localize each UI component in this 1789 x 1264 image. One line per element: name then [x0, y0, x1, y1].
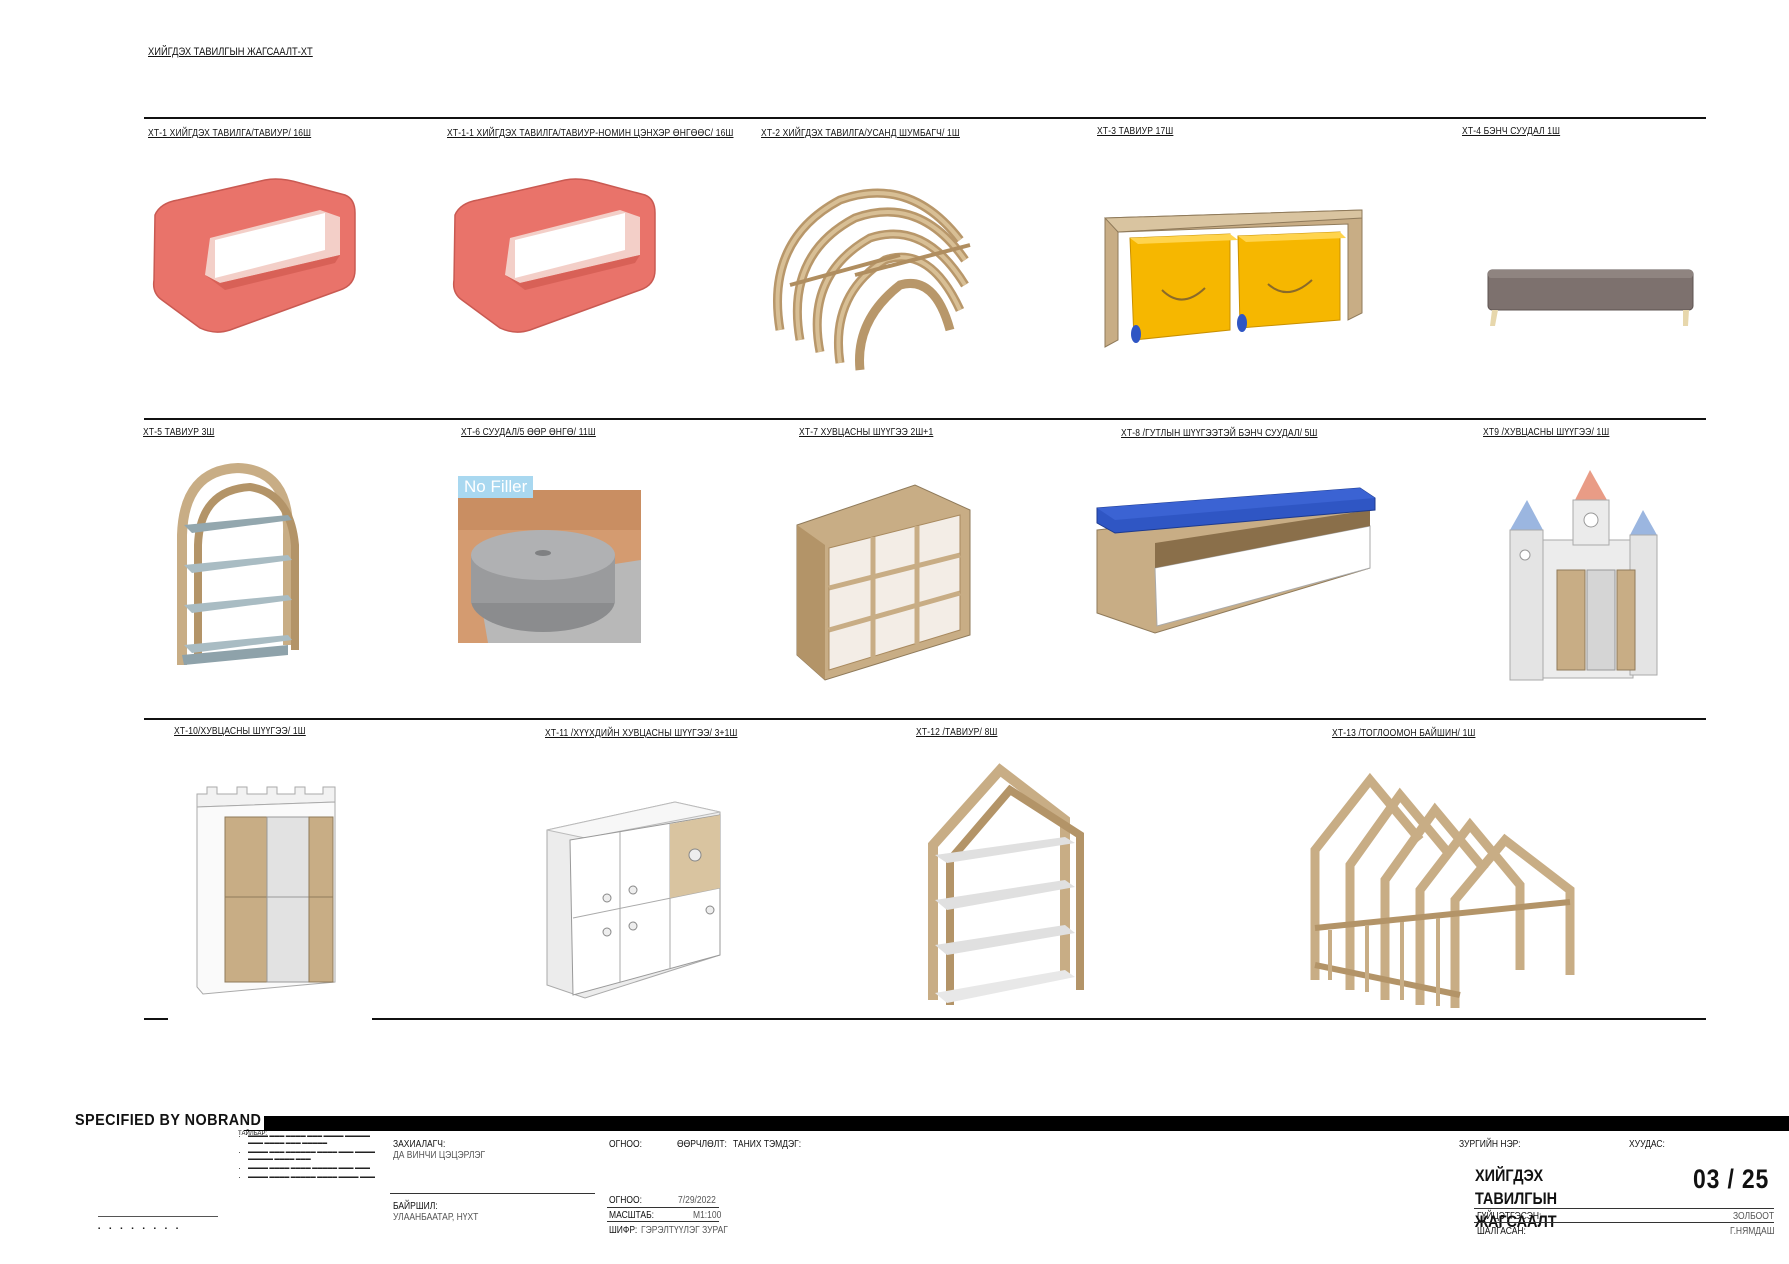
note-item: ▬▬▬▬ ▬▬▬▬ ▬▬▬▬ ▬▬▬▬▬ ▬▬▬ ▬▬▬ [248, 1165, 383, 1172]
date2-value: 7/29/2022 [678, 1195, 716, 1206]
divider [607, 1207, 719, 1208]
item-caption: ХТ-2 ХИЙГДЭХ ТАВИЛГА/УСАНД ШУМБАГЧ/ 1Ш [761, 128, 960, 139]
item-caption: ХТ9 /ХУВЦАСНЫ ШҮҮГЭЭ/ 1Ш [1483, 427, 1610, 438]
date-label: ОГНОО: [609, 1139, 642, 1150]
item-caption: ХТ-11 /ХҮҮХДИЙН ХУВЦАСНЫ ШҮҮГЭЭ/ 3+1Ш [545, 728, 738, 739]
code-value: ГЭРЭЛТҮҮЛЭГ ЗУРАГ [641, 1225, 728, 1236]
location-label: БАЙРШИЛ: [393, 1201, 438, 1212]
house-shelf-icon [928, 763, 1084, 1005]
divider [1474, 1222, 1774, 1223]
arch-shelf-icon [177, 462, 299, 665]
sheet-title: ХИЙГДЭХ ТАВИЛГЫН ЖАГСААЛТ-ХТ [148, 46, 313, 58]
code-label: ШИФР: [609, 1225, 638, 1236]
drawing-name-label: ЗУРГИЙН НЭР: [1459, 1139, 1521, 1150]
location-value: УЛААНБААТАР, НҮХТ [393, 1212, 479, 1223]
scale-ticks: ▪▪▪▪▪▪▪▪ [98, 1226, 188, 1232]
castle-wardrobe-icon [1509, 470, 1658, 681]
item-caption: ХТ-10/ХУВЦАСНЫ ШҮҮГЭЭ/ 1Ш [174, 726, 306, 737]
item-caption: ХТ-1 ХИЙГДЭХ ТАВИЛГА/ТАВИУР/ 16Ш [148, 128, 312, 139]
bench-seat-icon [1487, 269, 1694, 326]
sheet-label: ХУУДАС: [1629, 1139, 1665, 1150]
item-caption: ХТ-12 /ТАВИУР/ 8Ш [916, 727, 998, 738]
item-caption: ХТ-13 /ТОГЛООМОН БАЙШИН/ 1Ш [1332, 728, 1476, 739]
toy-box-shelf-icon [1103, 209, 1363, 348]
checked-value: Г.НЯМДАШ [1730, 1226, 1775, 1237]
divider [1474, 1208, 1774, 1209]
client-value: ДА ВИНЧИ ЦЭЦЭРЛЭГ [393, 1150, 486, 1161]
pouf-icon [458, 490, 641, 643]
drawing-name-value: ХИЙГДЭХ ТАВИЛГЫН ЖАГСААЛТ [1475, 1166, 1558, 1231]
pink-cube-shelf-icon [152, 178, 356, 333]
item-caption: ХТ-5 ТАВИУР 3Ш [143, 427, 215, 438]
kids-cabinet-icon [546, 801, 721, 999]
note-item: ▬▬▬▬ ▬▬▬ ▬▬▬▬ ▬▬▬ ▬▬▬▬ ▬▬▬▬▬ ▬▬▬ ▬▬▬▬ ▬▬… [248, 1133, 383, 1147]
play-house-icon [1310, 772, 1575, 1008]
checked-label: ШАЛГАСАН: [1477, 1226, 1526, 1237]
notes-list: ▬▬▬▬ ▬▬▬ ▬▬▬▬ ▬▬▬ ▬▬▬▬ ▬▬▬▬▬ ▬▬▬ ▬▬▬▬ ▬▬… [238, 1133, 383, 1183]
sheet-number: 03 / 25 [1693, 1164, 1770, 1194]
executed-value: ЗОЛБООТ [1733, 1211, 1775, 1222]
title-bar [244, 1116, 1789, 1131]
change-label: ӨӨРЧЛӨЛТ: [677, 1139, 727, 1150]
pink-cube-shelf-icon [452, 178, 656, 333]
pouf-photo: No Filler [458, 476, 641, 643]
scale-label: МАСШТАБ: [609, 1210, 655, 1221]
note-item: ▬▬▬▬ ▬▬▬▬ ▬▬▬▬▬ ▬▬▬▬ ▬▬▬▬ ▬▬▬ [248, 1174, 383, 1181]
wooden-arch-tunnel-icon [773, 188, 971, 371]
mark-label: ТАНИХ ТЭМДЭГ: [733, 1139, 802, 1150]
divider [390, 1193, 595, 1194]
note-item: ▬▬▬▬ ▬▬▬ ▬▬▬▬▬▬ ▬▬▬▬ ▬▬▬ ▬▬▬▬ ▬▬▬▬▬ ▬▬▬▬… [248, 1149, 383, 1163]
scale-value: M1:100 [693, 1210, 722, 1221]
no-filler-badge: No Filler [458, 476, 534, 498]
castle-cabinet-icon [196, 786, 336, 995]
divider [607, 1221, 719, 1222]
brand-logo: SPECIFIED BY NOBRAND [75, 1112, 265, 1130]
client-label: ЗАХИАЛАГЧ: [393, 1139, 446, 1150]
row-divider [144, 718, 1706, 720]
item-caption: ХТ-1-1 ХИЙГДЭХ ТАВИЛГА/ТАВИУР-НОМИН ЦЭНХ… [447, 128, 734, 139]
row-divider [144, 1018, 168, 1020]
house-wardrobe-icon [796, 484, 971, 681]
row-divider [144, 117, 1706, 119]
item-caption: ХТ-8 /ГУТЛЫН ШҮҮГЭЭТЭЙ БЭНЧ СУУДАЛ/ 5Ш [1121, 428, 1318, 439]
scale-bar [98, 1216, 218, 1217]
item-caption: ХТ-7 ХУВЦАСНЫ ШҮҮГЭЭ 2Ш+1 [799, 427, 934, 438]
item-caption: ХТ-6 СУУДАЛ/5 ӨӨР ӨНГӨ/ 11Ш [461, 427, 596, 438]
notes-heading: ТАЙЛБАР: [238, 1131, 268, 1137]
item-caption: ХТ-3 ТАВИУР 17Ш [1097, 126, 1174, 137]
row-divider [372, 1018, 1706, 1020]
shoe-bench-icon [1096, 487, 1376, 634]
executed-label: ГҮЙЦЭТГЭСЭН: [1477, 1211, 1542, 1222]
row-divider [144, 418, 1706, 420]
item-caption: ХТ-4 БЭНЧ СУУДАЛ 1Ш [1462, 126, 1561, 137]
date2-label: ОГНОО: [609, 1195, 642, 1206]
